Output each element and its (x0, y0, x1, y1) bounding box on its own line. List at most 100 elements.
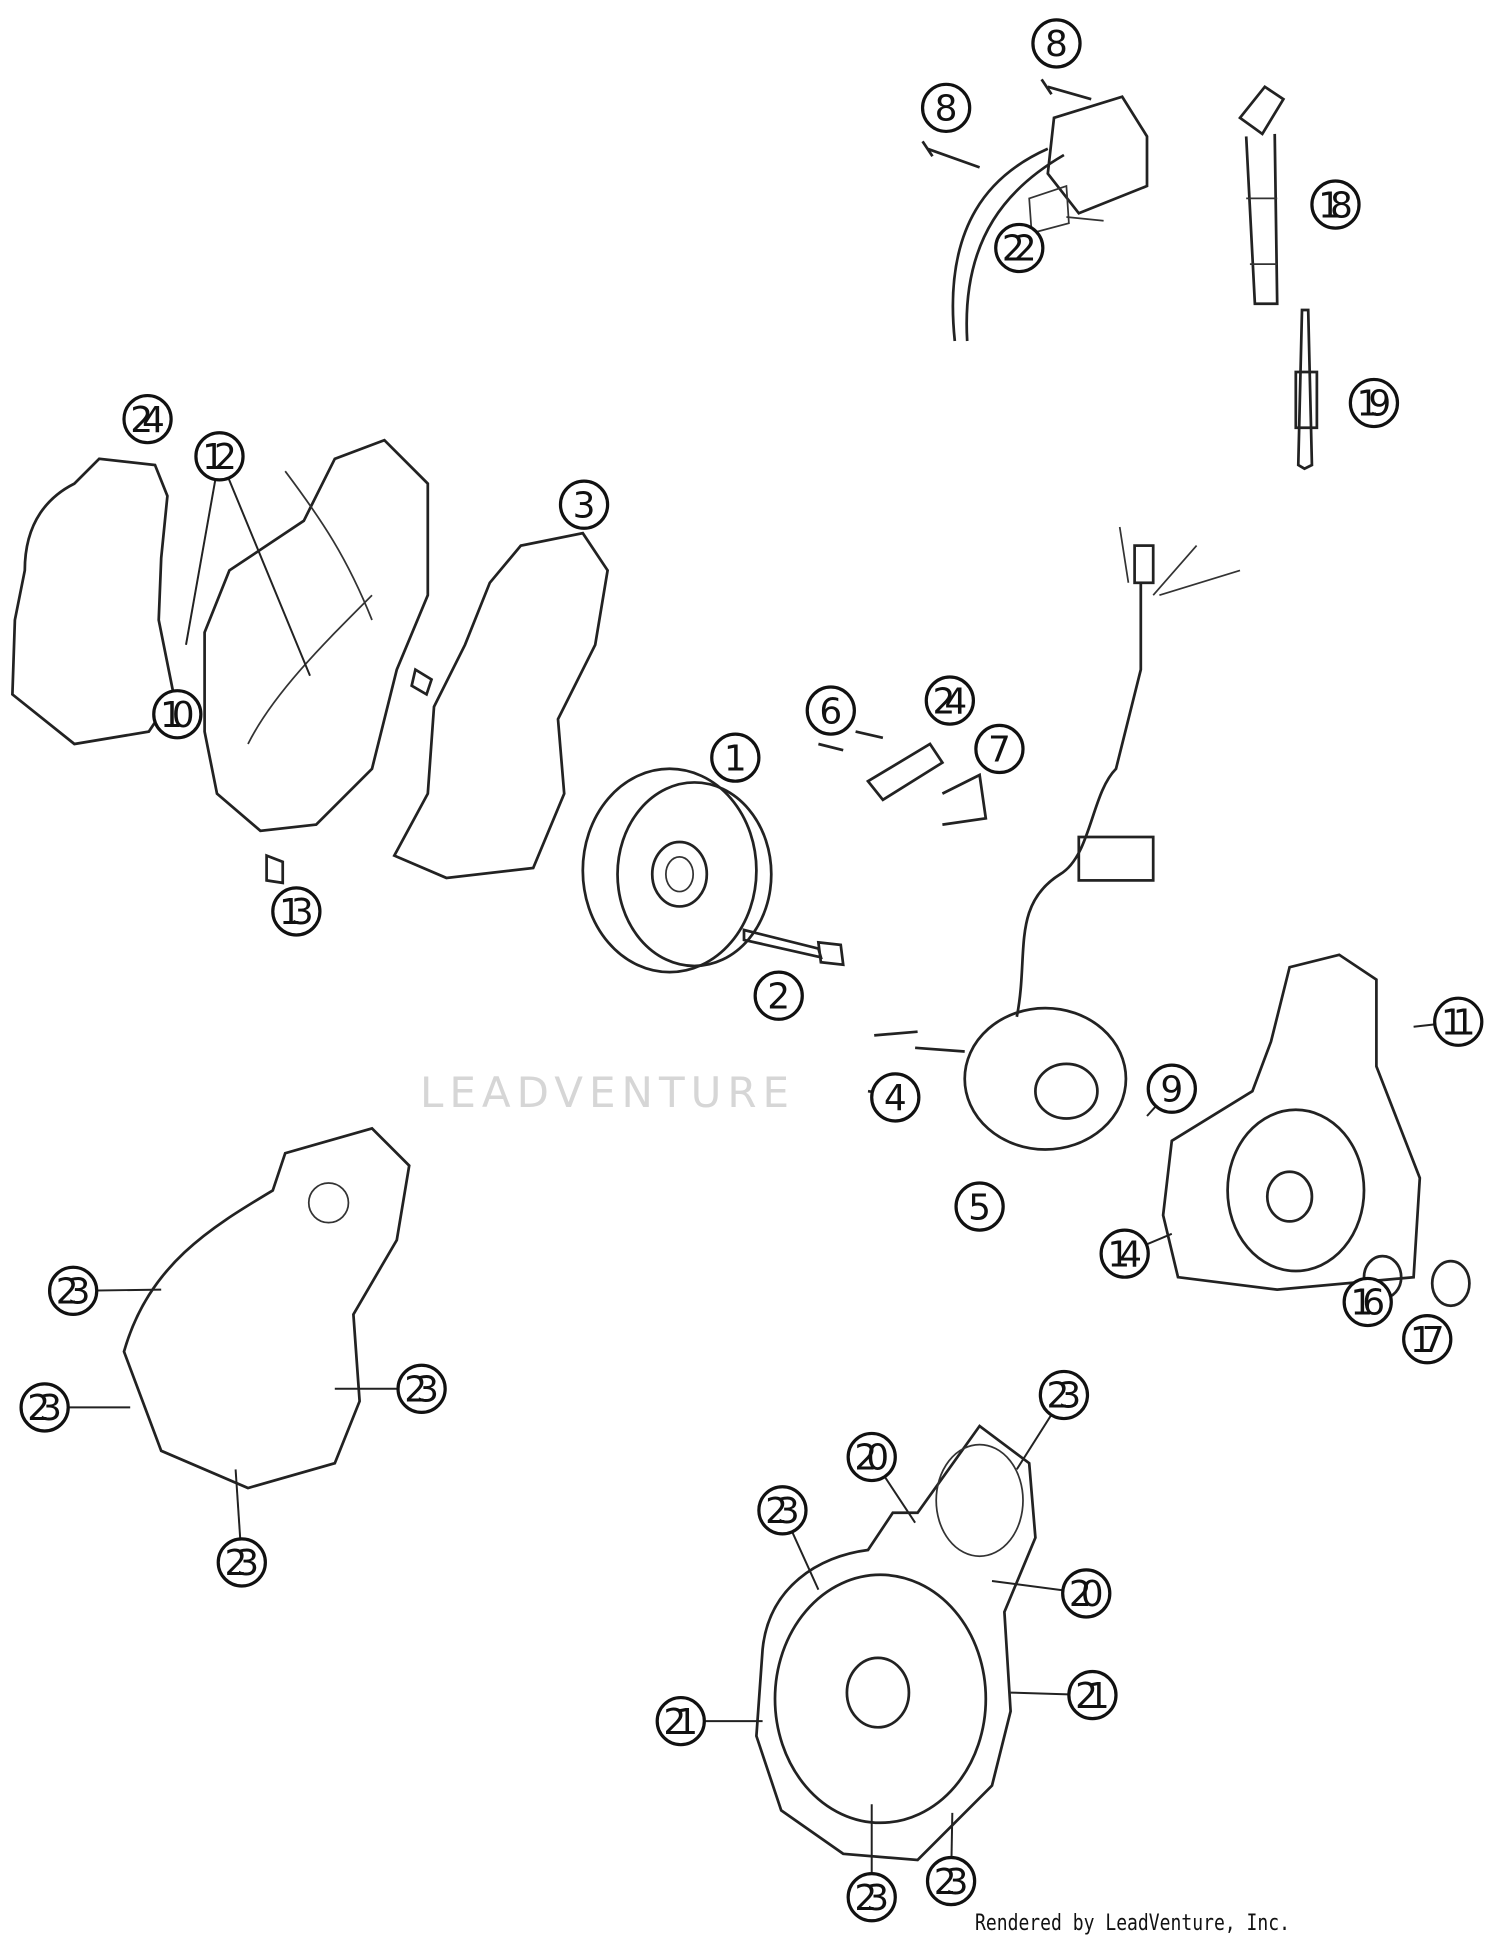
callout-number[interactable]: 18 (1318, 185, 1353, 226)
callout-number[interactable]: 23 (1047, 1376, 1082, 1417)
callout-number[interactable]: 23 (27, 1388, 62, 1429)
callout-6[interactable]: 6 (805, 685, 856, 736)
callout-number[interactable]: 8 (1045, 24, 1068, 65)
callout-circle[interactable] (216, 1537, 267, 1588)
callout-24[interactable]: 24 (924, 675, 976, 726)
callout-23[interactable]: 23 (846, 1872, 897, 1923)
callout-20[interactable]: 20 (846, 1431, 897, 1483)
callout-circle[interactable] (1348, 377, 1400, 429)
callout-23[interactable]: 23 (1038, 1369, 1090, 1421)
callout-24[interactable]: 24 (122, 393, 173, 445)
callout-23[interactable]: 23 (925, 1855, 977, 1907)
callout-13[interactable]: 13 (271, 886, 322, 937)
callout-circle[interactable] (558, 479, 610, 530)
callout-number[interactable]: 23 (854, 1878, 889, 1919)
callout-circle[interactable] (655, 1695, 706, 1747)
callout-number[interactable]: 24 (932, 681, 967, 722)
callout-number[interactable]: 3 (573, 485, 596, 526)
callout-number[interactable]: 7 (988, 730, 1011, 771)
callout-number[interactable]: 23 (765, 1491, 800, 1532)
callout-circle[interactable] (1433, 996, 1484, 1047)
callout-number[interactable]: 6 (819, 691, 842, 732)
callout-2[interactable]: 2 (753, 970, 804, 1021)
callout-circle[interactable] (753, 970, 804, 1021)
callout-5[interactable]: 5 (954, 1181, 1005, 1232)
callout-circle[interactable] (47, 1265, 99, 1317)
callout-number[interactable]: 22 (1002, 229, 1037, 270)
callout-number[interactable]: 20 (854, 1438, 889, 1479)
callout-8[interactable]: 8 (1031, 18, 1082, 69)
callout-circle[interactable] (920, 82, 972, 134)
callout-circle[interactable] (1310, 179, 1361, 230)
callout-21[interactable]: 21 (655, 1695, 706, 1747)
callout-circle[interactable] (122, 393, 173, 445)
callout-circle[interactable] (1067, 1669, 1118, 1721)
callout-number[interactable]: 19 (1357, 384, 1392, 425)
callout-8[interactable]: 8 (920, 82, 972, 134)
callout-17[interactable]: 17 (1402, 1314, 1453, 1365)
callout-23[interactable]: 23 (757, 1485, 808, 1536)
callout-circle[interactable] (846, 1431, 897, 1483)
callout-circle[interactable] (805, 685, 856, 736)
callout-11[interactable]: 11 (1433, 996, 1484, 1047)
callout-circle[interactable] (1038, 1369, 1090, 1421)
callout-number[interactable]: 2 (767, 976, 790, 1017)
callout-circle[interactable] (846, 1872, 897, 1923)
callout-number[interactable]: 23 (56, 1272, 91, 1313)
callout-number[interactable]: 20 (1069, 1574, 1104, 1615)
callout-circle[interactable] (19, 1382, 70, 1433)
callout-number[interactable]: 14 (1107, 1234, 1142, 1275)
callout-circle[interactable] (396, 1363, 447, 1414)
callout-10[interactable]: 10 (152, 689, 203, 740)
callout-number[interactable]: 24 (130, 400, 165, 441)
callout-3[interactable]: 3 (558, 479, 610, 530)
callout-23[interactable]: 23 (47, 1265, 99, 1317)
callout-number[interactable]: 23 (404, 1370, 439, 1411)
callout-23[interactable]: 23 (216, 1537, 267, 1588)
callout-circle[interactable] (924, 675, 976, 726)
callout-circle[interactable] (1402, 1314, 1453, 1365)
callout-number[interactable]: 21 (1075, 1676, 1110, 1717)
callout-circle[interactable] (1099, 1228, 1150, 1279)
callout-circle[interactable] (1061, 1568, 1112, 1619)
callout-number[interactable]: 23 (934, 1862, 969, 1903)
callout-circle[interactable] (974, 723, 1025, 775)
callout-12[interactable]: 12 (194, 431, 245, 482)
callout-number[interactable]: 5 (968, 1187, 991, 1228)
callout-number[interactable]: 9 (1160, 1069, 1183, 1110)
callout-20[interactable]: 20 (1061, 1568, 1112, 1619)
callout-21[interactable]: 21 (1067, 1669, 1118, 1721)
callout-number[interactable]: 12 (202, 437, 237, 478)
callout-number[interactable]: 8 (935, 89, 958, 130)
callout-number[interactable]: 23 (224, 1543, 259, 1584)
callout-circle[interactable] (194, 431, 245, 482)
callout-circle[interactable] (152, 689, 203, 740)
callout-circle[interactable] (271, 886, 322, 937)
callout-circle[interactable] (870, 1072, 921, 1123)
callout-23[interactable]: 23 (19, 1382, 70, 1433)
callout-circle[interactable] (1146, 1063, 1197, 1114)
callout-circle[interactable] (1031, 18, 1082, 69)
callout-number[interactable]: 13 (279, 892, 314, 933)
callout-22[interactable]: 22 (994, 222, 1045, 274)
callout-circle[interactable] (954, 1181, 1005, 1232)
callout-number[interactable]: 21 (663, 1702, 698, 1743)
callout-4[interactable]: 4 (870, 1072, 921, 1123)
callout-circle[interactable] (994, 222, 1045, 274)
callout-number[interactable]: 10 (160, 695, 195, 736)
callout-circle[interactable] (757, 1485, 808, 1536)
callout-number[interactable]: 11 (1441, 1003, 1476, 1044)
callout-circle[interactable] (710, 732, 761, 783)
callout-number[interactable]: 16 (1350, 1283, 1385, 1324)
callout-18[interactable]: 18 (1310, 179, 1361, 230)
callout-14[interactable]: 14 (1099, 1228, 1150, 1279)
callout-number[interactable]: 17 (1410, 1320, 1445, 1361)
callout-19[interactable]: 19 (1348, 377, 1400, 429)
callout-circle[interactable] (925, 1855, 977, 1907)
callout-16[interactable]: 16 (1342, 1276, 1393, 1328)
callout-1[interactable]: 1 (710, 732, 761, 783)
callout-23[interactable]: 23 (396, 1363, 447, 1414)
callout-number[interactable]: 4 (884, 1078, 907, 1119)
callout-circle[interactable] (1342, 1276, 1393, 1328)
callout-number[interactable]: 1 (724, 738, 747, 779)
